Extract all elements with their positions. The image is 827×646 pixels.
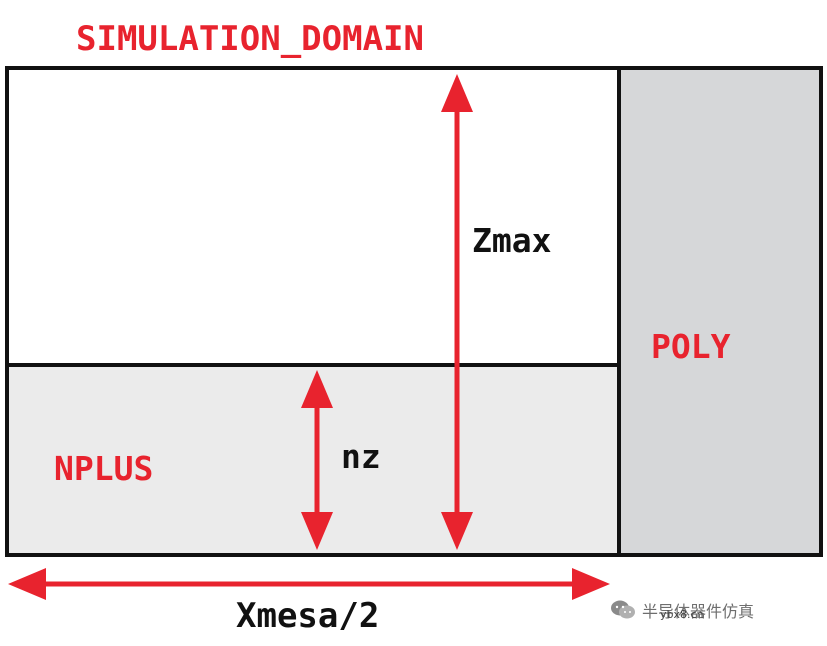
wechat-icon: [611, 600, 635, 619]
domain-outline: [5, 66, 823, 557]
poly-label: POLY: [651, 327, 731, 366]
domain-title: SIMULATION_DOMAIN: [76, 19, 424, 59]
upper-region: [7, 68, 619, 365]
nz-label: nz: [341, 437, 381, 476]
nz-arrow: [301, 370, 333, 550]
watermark-url: ybx8.cn: [660, 608, 704, 621]
zmax-label: Zmax: [472, 221, 551, 260]
zmax-arrow: [441, 74, 473, 550]
xmesa-label: Xmesa/2: [236, 596, 379, 636]
nplus-label: NPLUS: [54, 449, 153, 488]
xmesa-arrow: [8, 568, 610, 600]
watermark: 半导体器件仿真 ybx8.cn: [610, 596, 754, 624]
poly-region: [619, 68, 821, 555]
watermark-text: 半导体器件仿真: [642, 602, 755, 621]
